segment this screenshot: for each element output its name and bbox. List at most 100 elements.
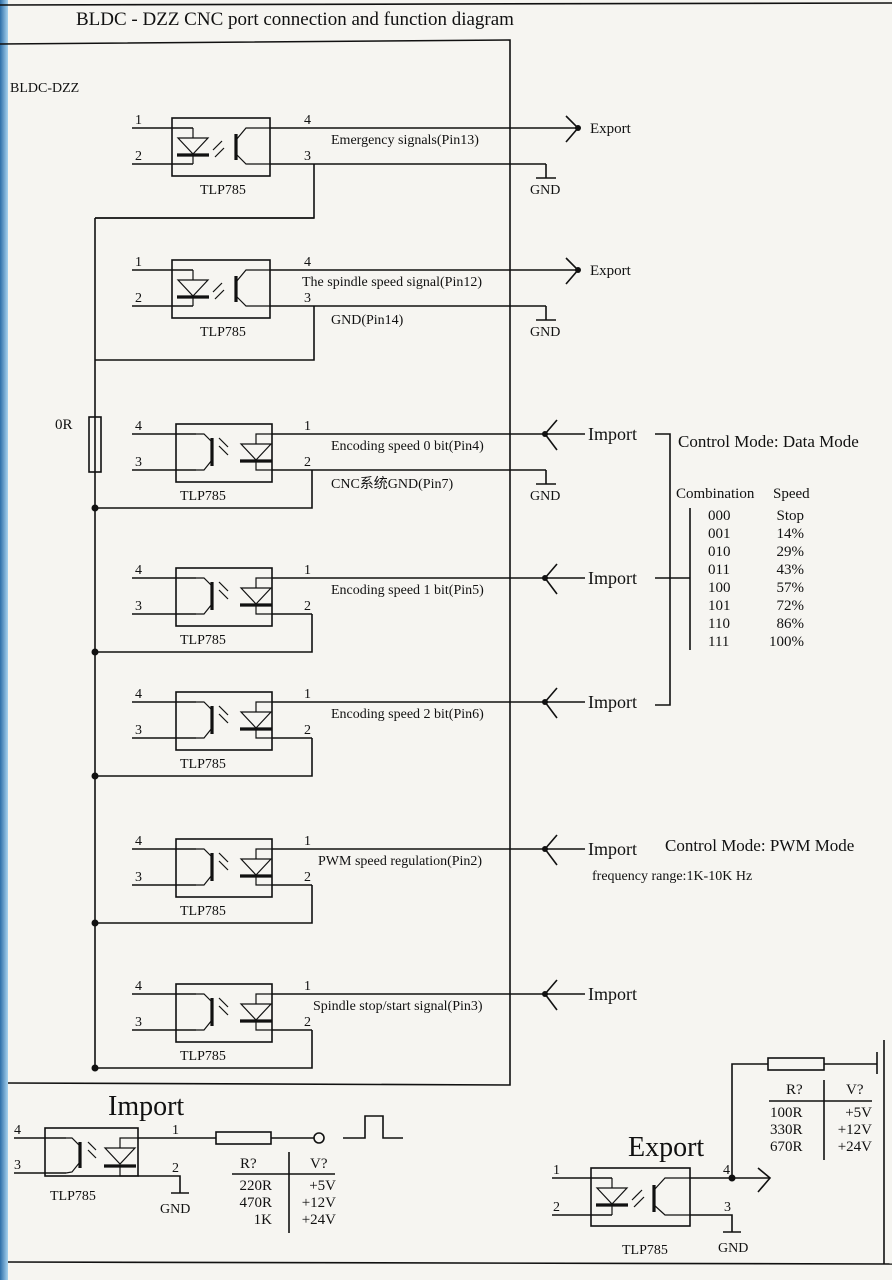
phototransistor-icon — [196, 433, 229, 471]
pin-label: 1 — [304, 563, 311, 578]
resistor-icon — [767, 1057, 825, 1071]
resistor-value: 470R — [239, 1195, 272, 1211]
signal-label: Encoding speed 1 bit(Pin5) — [331, 583, 484, 598]
phototransistor-icon — [196, 848, 229, 886]
data-mode-row: 011 43% — [708, 562, 804, 578]
speed-value: 57% — [777, 580, 805, 596]
chip-label: TLP785 — [180, 633, 226, 648]
pin-label: 4 — [135, 979, 142, 994]
phototransistor-icon — [196, 701, 229, 739]
export-table-row: 670R+24V — [770, 1139, 872, 1155]
combination-value: 011 — [708, 562, 730, 578]
common-rail: 0R — [55, 218, 102, 1068]
pin-label: 1 — [304, 979, 311, 994]
pin-label: 1 — [304, 419, 311, 434]
phototransistor-icon — [65, 1137, 97, 1174]
phototransistor-icon — [652, 1177, 690, 1216]
led-icon — [239, 701, 273, 739]
combination-value: 111 — [708, 634, 729, 650]
pin-label: 3 — [304, 149, 311, 164]
page-title: BLDC - DZZ CNC port connection and funct… — [76, 9, 514, 30]
pin-label: 3 — [724, 1200, 731, 1215]
import-label: Import — [588, 568, 637, 588]
pwm-frequency: frequency range:1K-10K Hz — [592, 869, 752, 884]
pwm-mode-title: Control Mode: PWM Mode — [665, 836, 854, 855]
export-label: Export — [590, 121, 632, 137]
pin-label: 4 — [135, 687, 142, 702]
speed-value: 14% — [777, 526, 805, 542]
phototransistor-icon — [234, 269, 270, 307]
speed-value: 29% — [777, 544, 805, 560]
signal-label: Encoding speed 2 bit(Pin6) — [331, 707, 484, 722]
led-icon — [176, 270, 225, 306]
gnd-label: GND — [160, 1202, 190, 1217]
export-example: Export 1 2 4 3 GND TLP785 — [552, 1052, 878, 1258]
import-label: Import — [588, 424, 637, 444]
combination-header: Combination — [676, 486, 755, 502]
optocoupler-body — [175, 691, 273, 751]
chip-label: TLP785 — [180, 904, 226, 919]
pin-label: 1 — [304, 834, 311, 849]
led-icon — [239, 993, 273, 1031]
pin-label: 4 — [135, 563, 142, 578]
chip-label: TLP785 — [180, 1049, 226, 1064]
import-arrow-icon — [543, 834, 558, 866]
top-rule — [0, 2, 892, 6]
pin-label: 1 — [135, 255, 142, 270]
pin-label: 4 — [723, 1163, 730, 1178]
optocoupler-body — [175, 423, 273, 483]
pin-label: 2 — [135, 291, 142, 306]
import-example: Import 4 3 1 2 GND TLP785 R? V? — [14, 1091, 403, 1233]
data-mode-title: Control Mode: Data Mode — [678, 432, 859, 451]
resistor-value: 220R — [239, 1178, 272, 1194]
voltage-value: +12V — [838, 1122, 872, 1138]
combination-value: 101 — [708, 598, 731, 614]
speed-value: 72% — [777, 598, 805, 614]
optocoupler-body — [171, 259, 271, 319]
data-mode-bracket — [655, 433, 691, 706]
chip-label: TLP785 — [622, 1243, 668, 1258]
resistor-value: 670R — [770, 1139, 803, 1155]
pin-label: 3 — [135, 870, 142, 885]
chip-label: TLP785 — [180, 757, 226, 772]
gnd-label: GND — [530, 183, 560, 198]
pin-label: 2 — [304, 870, 311, 885]
signal-label: PWM speed regulation(Pin2) — [318, 854, 482, 869]
phototransistor-icon — [196, 577, 229, 615]
resistor-0r-label: 0R — [55, 417, 73, 433]
voltage-value: +5V — [845, 1105, 872, 1121]
pin-label: 2 — [304, 599, 311, 614]
import-arrow-icon — [543, 419, 558, 451]
table-header: V? — [310, 1156, 328, 1172]
export-table-row: 330R+12V — [770, 1122, 872, 1138]
pin-label: 4 — [304, 113, 311, 128]
pin-label: 1 — [172, 1123, 179, 1138]
import-arrow-icon — [543, 979, 558, 1011]
speed-value: Stop — [776, 508, 804, 524]
pin-label: 3 — [135, 1015, 142, 1030]
speed-value: 43% — [777, 562, 805, 578]
voltage-value: +24V — [302, 1212, 336, 1228]
pulse-icon — [343, 1115, 403, 1139]
resistor-icon — [215, 1131, 272, 1145]
pin-label: 3 — [135, 723, 142, 738]
pin-label: 2 — [553, 1200, 560, 1215]
combination-value: 110 — [708, 616, 730, 632]
led-icon — [595, 1178, 645, 1215]
table-header: R? — [786, 1082, 803, 1098]
pin-label: 1 — [553, 1163, 560, 1178]
export-example-title: Export — [628, 1132, 704, 1163]
combination-value: 001 — [708, 526, 731, 542]
optocoupler-body — [171, 117, 271, 177]
board-label: BLDC-DZZ — [10, 81, 79, 96]
table-header: R? — [240, 1156, 257, 1172]
import-label: Import — [588, 692, 637, 712]
page-edge — [0, 0, 8, 1280]
pin-label: 3 — [14, 1158, 21, 1173]
